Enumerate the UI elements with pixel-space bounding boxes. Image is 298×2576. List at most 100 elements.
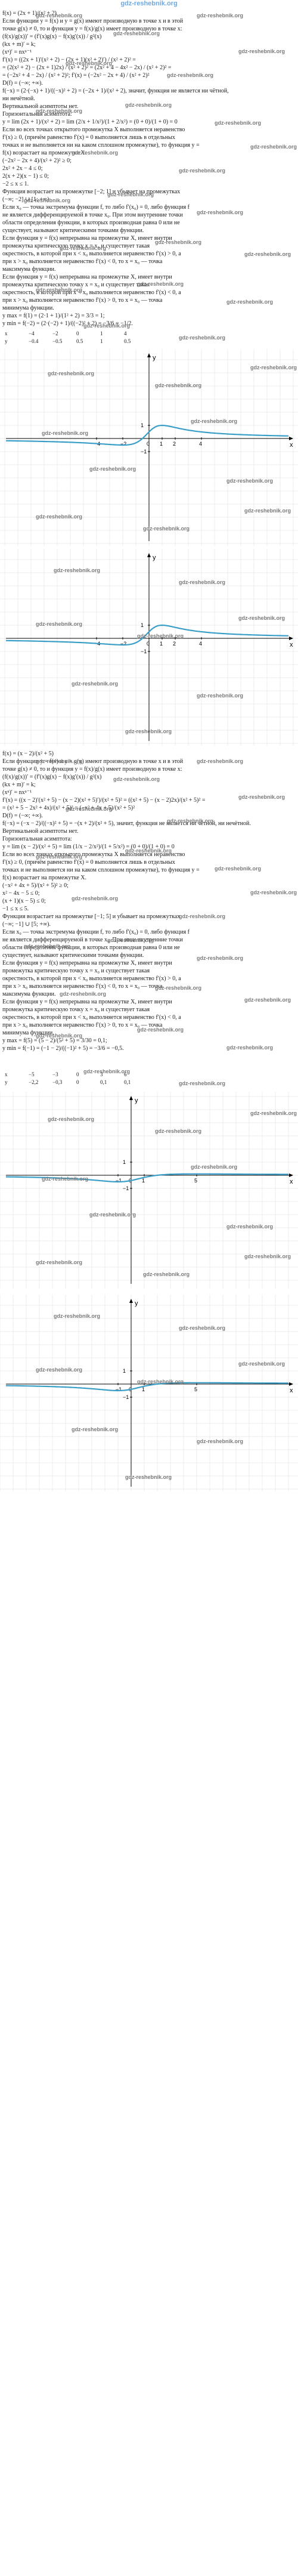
formula-line: (f(x)/g(x))′ = (f′(x)g(x) − f(x)g′(x)) /…: [2, 33, 102, 40]
table-cell: 6: [124, 1071, 127, 1077]
formula-line: f′(x) ≥ 0, (причём равенство f′(x) = 0 в…: [2, 134, 175, 141]
formula-line: −1 ≤ x ≤ 5.: [2, 906, 29, 912]
watermark: gdz-reshebnik.org: [66, 806, 113, 812]
formula-line: f(−x) = (−x − 2)/((−x)² + 5) = −(x + 2)/…: [2, 820, 251, 827]
watermark: gdz-reshebnik.org: [238, 1361, 285, 1367]
formula-line: не является дифференцируемой в точке x₀.…: [2, 937, 183, 943]
watermark: gdz-reshebnik.org: [60, 991, 107, 997]
watermark: gdz-reshebnik.org: [66, 60, 113, 66]
x-axis-arrow: [289, 437, 293, 440]
formula-line: точках и не выполняется ни на каком спло…: [2, 142, 200, 149]
formula-line: x² − 4x − 5 ≤ 0;: [2, 890, 40, 897]
x-tick-label: 5: [194, 1386, 197, 1392]
y-tick-label: −1: [123, 1394, 129, 1400]
formula-line: (−∞; −1] ∪ [5; +∞).: [2, 921, 51, 928]
watermark: gdz-reshebnik.org: [36, 854, 83, 860]
solution-part-2: f(x) = (x − 2)/(x² + 5)Если функции y = …: [2, 750, 296, 1052]
formula-line: при x > x₀ выполняется неравенство f′(x)…: [2, 983, 163, 990]
x-axis-label: x: [290, 1387, 293, 1394]
y-axis-arrow: [129, 1096, 133, 1100]
formula-line: (kx + m)′ = k;: [2, 41, 36, 48]
x-tick-label: 0: [147, 441, 150, 447]
watermark: gdz-reshebnik.org: [72, 150, 119, 156]
table-cell: −0,3: [52, 1079, 63, 1085]
watermark: gdz-reshebnik.org: [250, 1110, 297, 1116]
table-cell: 0,1: [124, 1079, 131, 1085]
watermark: gdz-reshebnik.org: [215, 866, 262, 872]
table-cell: x: [5, 1071, 8, 1077]
watermark: gdz-reshebnik.org: [197, 955, 244, 961]
formula-line: области определения функции, в которых п…: [2, 220, 180, 226]
formula-line: Если функция y = f(x) непрерывна на пром…: [2, 960, 172, 966]
watermark: gdz-reshebnik.org: [42, 430, 89, 436]
function-curve: [5, 1173, 288, 1183]
table-cell: −0.5: [52, 338, 63, 344]
watermark: gdz-reshebnik.org: [36, 1367, 83, 1373]
x-tick-label: 4: [199, 441, 202, 447]
table-cell: −3: [52, 1071, 58, 1077]
watermark: gdz-reshebnik.org: [36, 1033, 83, 1039]
formula-line: области определения функции, в которых п…: [2, 944, 180, 951]
formula-line: (−2x² − 2x + 4)/(x² + 2)² ≥ 0;: [2, 157, 72, 164]
watermark: gdz-reshebnik.org: [143, 526, 190, 532]
watermark: gdz-reshebnik.org: [137, 1379, 184, 1385]
table-cell: 0: [76, 331, 79, 336]
formula-line: Если функции y = f(x) и y = g(x) имеют п…: [2, 758, 184, 765]
formula-line: −2 ≤ x ≤ 1.: [2, 181, 29, 187]
formula-line: Вертикальной асимптоты нет.: [2, 103, 79, 110]
formula-line: окрестность, в которой при x < x₀ выполн…: [2, 289, 181, 296]
formula-line: = (x² + 5 − 2x² + 4x)/(x² + 5)² = (−x² +…: [2, 805, 135, 811]
formula-line: Если функции y = f(x) и y = g(x) имеют п…: [2, 18, 184, 24]
watermark: gdz-reshebnik.org: [113, 776, 160, 782]
y-tick-label: 1: [141, 622, 144, 628]
formula-line: существует, называют критическими точкам…: [2, 952, 144, 959]
formula-line: окрестность, в которой при x < x₀ выполн…: [2, 975, 181, 982]
formula-line: промежутка критическую точку x = x₀ и су…: [2, 1006, 150, 1013]
watermark: gdz-reshebnik.org: [143, 1271, 190, 1277]
formula-line: Если x₀ — точка экстремума функции f, то…: [2, 929, 190, 935]
watermark: gdz-reshebnik.org: [226, 299, 274, 305]
watermark: gdz-reshebnik.org: [54, 567, 101, 573]
formula-line: Вертикальной асимптоты нет.: [2, 828, 79, 835]
watermark: gdz-reshebnik.org: [137, 633, 184, 639]
watermark: gdz-reshebnik.org: [197, 693, 244, 699]
watermark: gdz-reshebnik.org: [36, 758, 83, 764]
formula-line: y min = f(−1) = (−1 − 2)/((−1)² + 5) = −…: [2, 1045, 124, 1052]
table-cell: y: [5, 338, 8, 344]
formula-line: не является дифференцируемой в точке x₀.…: [2, 212, 183, 218]
watermark: gdz-reshebnik.org: [179, 913, 226, 919]
formula-line: y = lim (2x + 1)/(x² + 2) = lim (2/x + 1…: [2, 119, 178, 125]
x-tick-label: −1: [116, 1178, 122, 1184]
formula-line: (xⁿ)′ = nxⁿ⁻¹: [2, 789, 32, 796]
watermark: gdz-reshebnik.org: [89, 466, 136, 472]
formula-line: D(f) = (−∞; +∞).: [2, 813, 43, 819]
formula-line: Горизонтальная асимптота:: [2, 111, 72, 118]
x-axis-label: x: [290, 641, 293, 648]
x-tick-label: 2: [173, 441, 176, 447]
table-cell: 1: [100, 331, 103, 336]
formula-line: при x > x₀ выполняется неравенство f′(x)…: [2, 258, 163, 265]
watermark: gdz-reshebnik.org: [36, 108, 83, 114]
formula-line: при x > x₀ выполняется неравенство f′(x)…: [2, 297, 163, 304]
watermark: gdz-reshebnik.org: [179, 579, 226, 585]
x-tick-label: −1: [116, 1386, 122, 1392]
watermark: gdz-reshebnik.org: [179, 1325, 226, 1331]
formula-line: = (2(x² + 2) − (2x + 1)2x) / (x² + 2)² =…: [2, 64, 172, 71]
formula-line: промежутка критическую точку x = x₀ и су…: [2, 968, 150, 974]
formula-line: окрестность, в которой при x < x₀ выполн…: [2, 251, 181, 257]
watermark: gdz-reshebnik.org: [48, 1116, 95, 1122]
formula-line: f′(x) = ((x − 2)′(x² + 5) − (x − 2)(x² +…: [2, 797, 206, 804]
watermark: gdz-reshebnik.org: [89, 1212, 136, 1218]
formula-line: Функция возрастает на промежутке [−1; 5]…: [2, 913, 181, 920]
x-tick-label: −2: [120, 441, 126, 447]
watermark: gdz-reshebnik.org: [125, 848, 172, 854]
formula-line: промежутка критическую точку x = x₀ и су…: [2, 243, 150, 249]
x-tick-label: 1: [142, 1386, 145, 1392]
y-axis-label: y: [153, 554, 156, 561]
site-header[interactable]: gdz-reshebnik.org: [120, 0, 178, 7]
watermark: gdz-reshebnik.org: [226, 1045, 274, 1051]
formula-line: окрестность, в которой при x < x₀ выполн…: [2, 1014, 181, 1021]
